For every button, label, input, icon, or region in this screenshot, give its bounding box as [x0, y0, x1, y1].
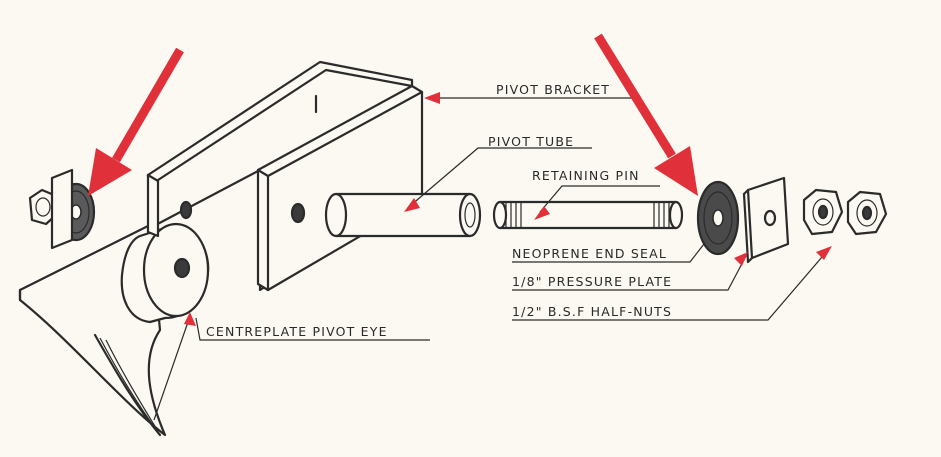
- right-pressure-plate: [742, 176, 790, 264]
- left-pressure-plate: [50, 168, 74, 250]
- red-arrow-left: [88, 47, 184, 196]
- label-pivot-bracket: PIVOT BRACKET: [496, 82, 610, 97]
- red-arrow-right: [594, 33, 698, 196]
- right-half-nut-2: [846, 190, 888, 236]
- retaining-pin: [492, 200, 684, 230]
- label-pivot-tube: PIVOT TUBE: [488, 134, 574, 149]
- right-neoprene-seal: [696, 180, 740, 256]
- label-pressure-plate: 1/8" PRESSURE PLATE: [512, 274, 672, 289]
- label-half-nuts: 1/2" B.S.F HALF-NUTS: [512, 304, 672, 319]
- label-centreplate-pivot-eye: CENTREPLATE PIVOT EYE: [206, 324, 388, 339]
- right-half-nut-1: [802, 188, 844, 236]
- pivot-tube: [324, 192, 482, 238]
- label-retaining-pin: RETAINING PIN: [532, 168, 640, 183]
- labels: PIVOT BRACKET PIVOT TUBE RETAINING PIN N…: [206, 82, 672, 339]
- centreplate-pivot-eye: [120, 222, 210, 324]
- label-neoprene-end-seal: NEOPRENE END SEAL: [512, 246, 667, 261]
- leader-lines: [153, 92, 832, 421]
